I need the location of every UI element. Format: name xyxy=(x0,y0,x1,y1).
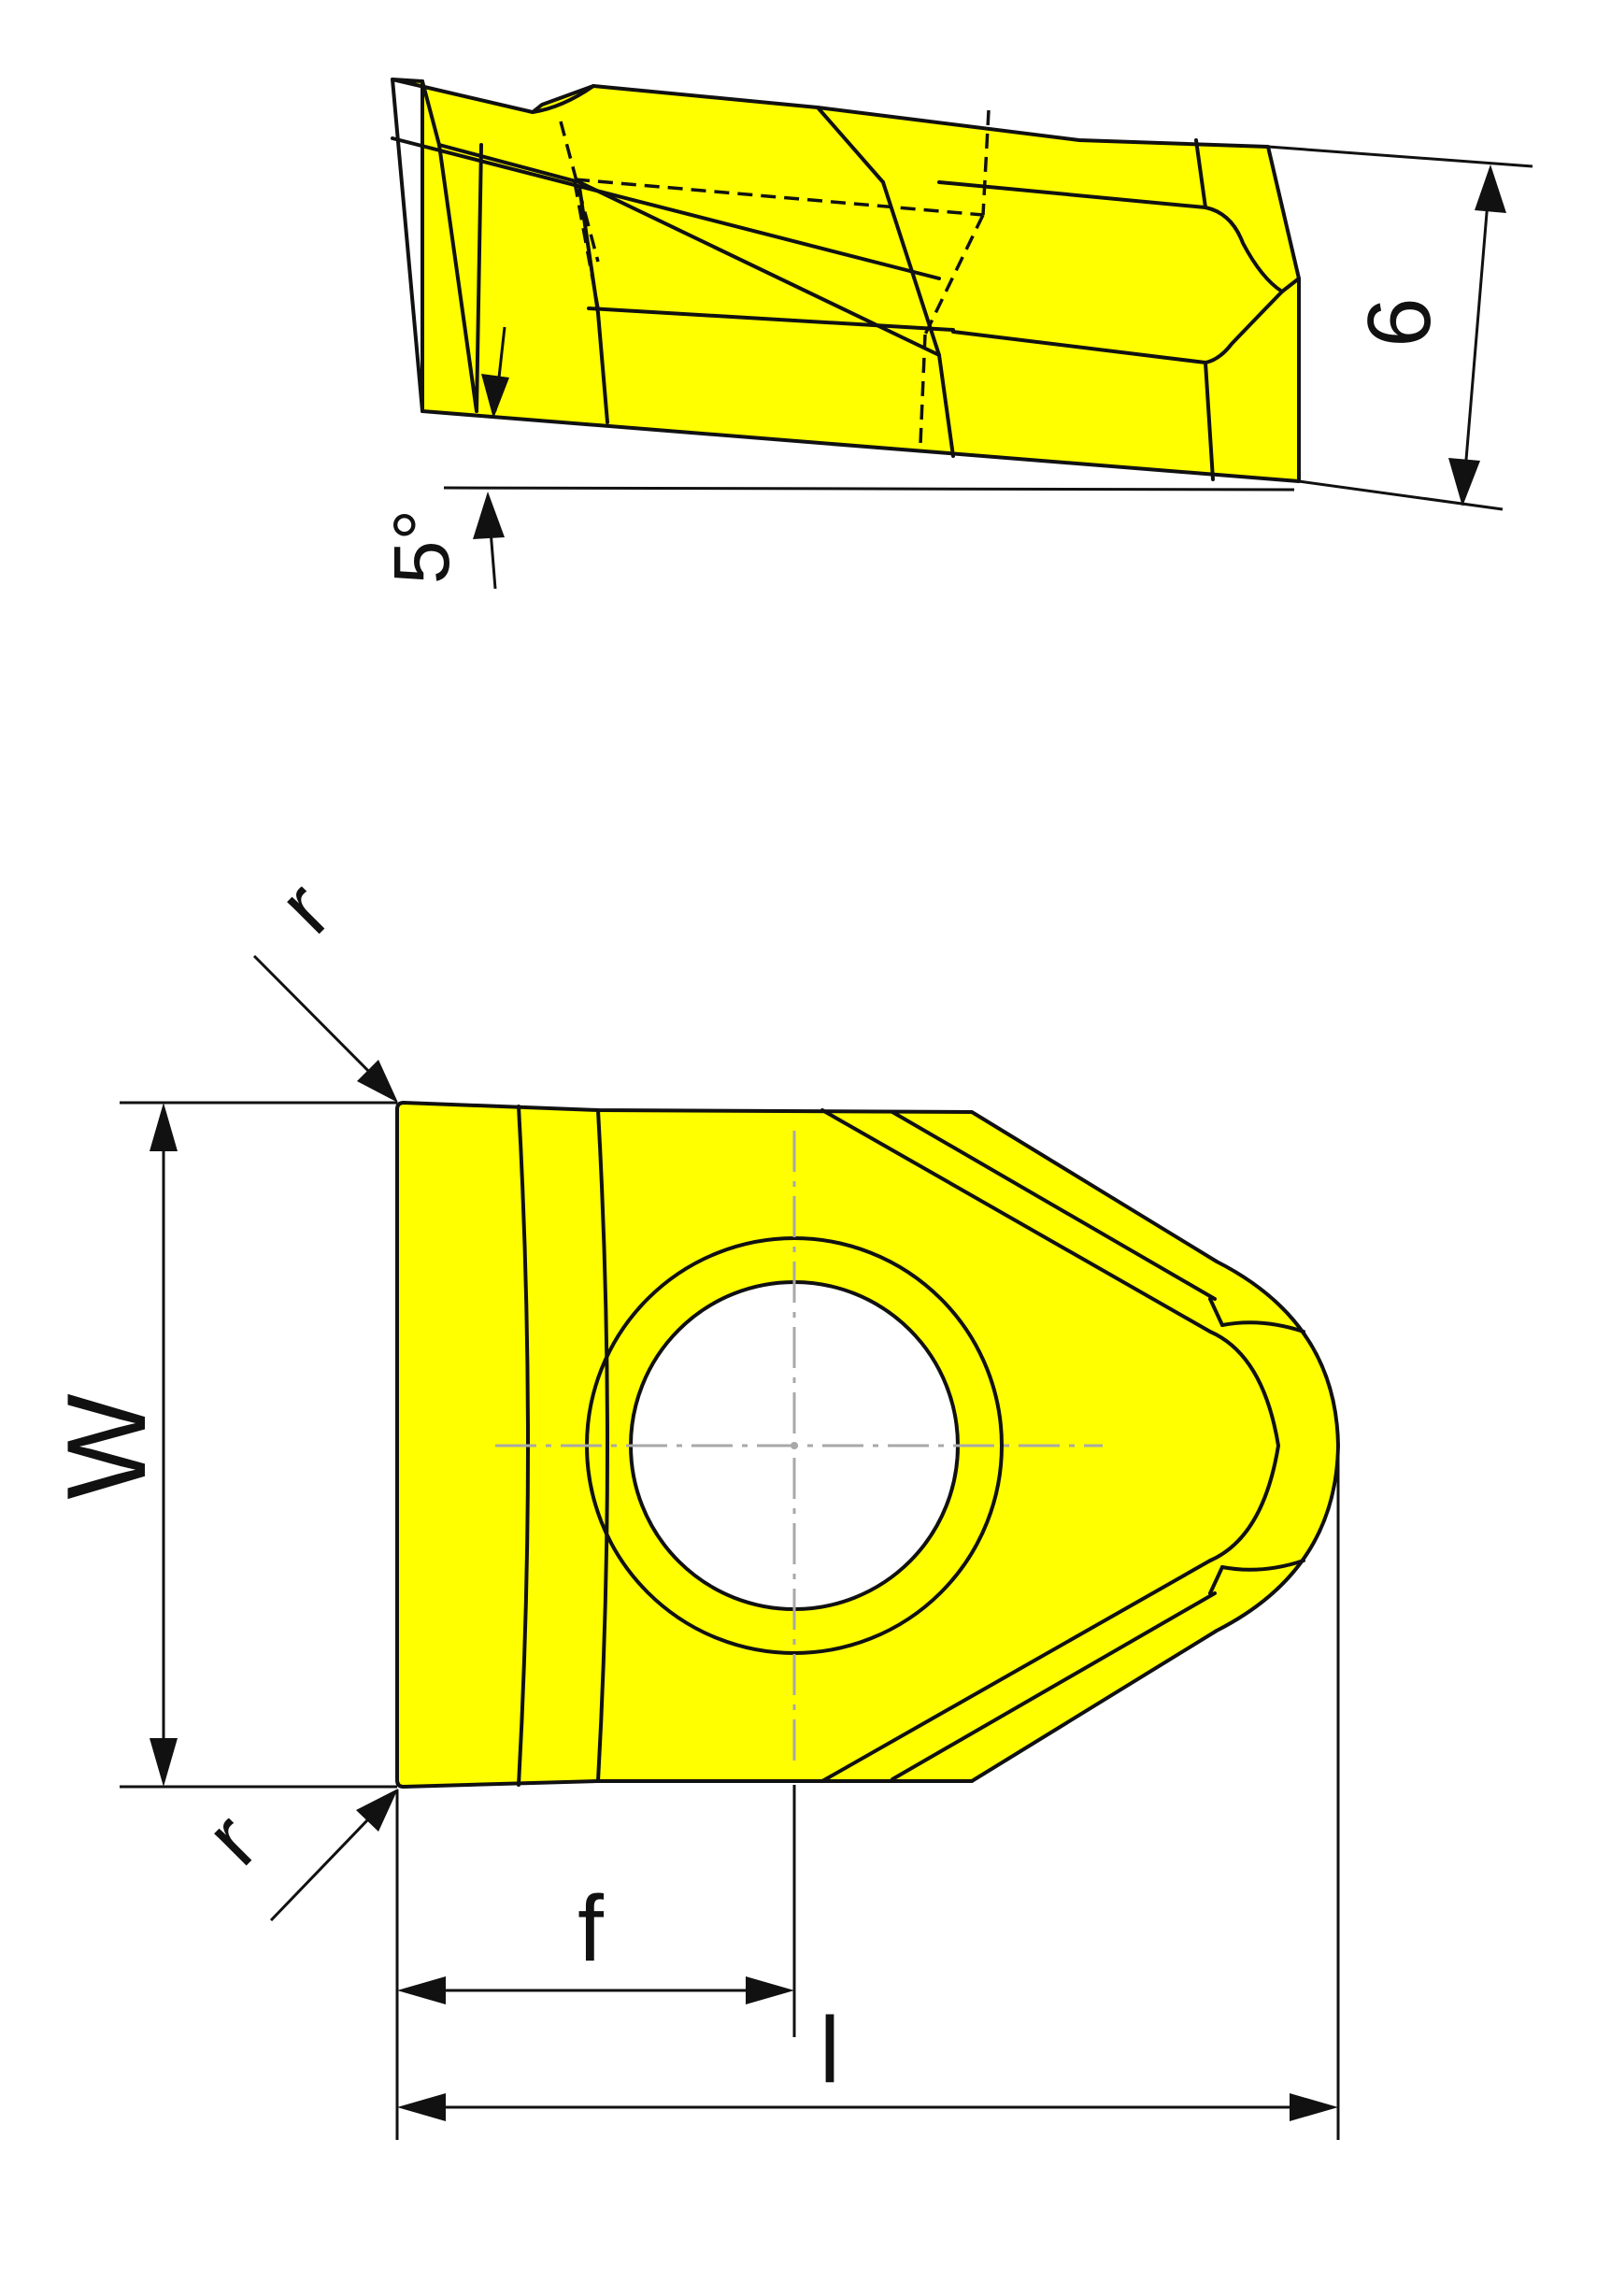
side-view: 6 5° xyxy=(378,78,1533,590)
thickness-label: 6 xyxy=(1349,297,1449,347)
side-view-body xyxy=(391,78,1301,483)
angle-label: 5° xyxy=(378,509,465,584)
width-label: W xyxy=(44,1393,169,1499)
corner-radius-label-top: r xyxy=(261,863,349,951)
top-view: W r r f l xyxy=(44,863,1340,2140)
length-label: l xyxy=(820,1998,840,2103)
hole-position-label: f xyxy=(577,1876,604,1981)
corner-radius-label-bottom: r xyxy=(188,1795,276,1883)
